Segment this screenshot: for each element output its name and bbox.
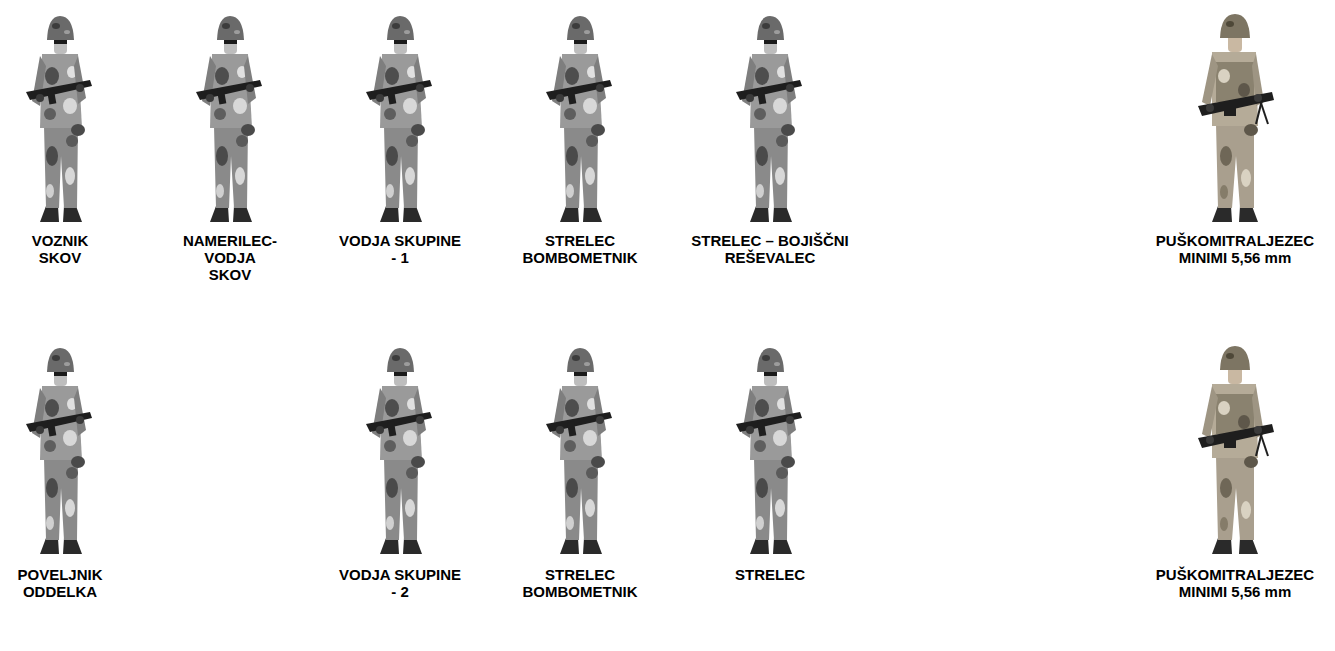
role-label: STRELEC – BOJIŠČNI REŠEVALEC (690, 232, 850, 266)
role-label: VODJA SKUPINE - 2 (337, 566, 463, 600)
soldier-figure (546, 16, 612, 222)
soldier-figure (736, 348, 802, 554)
soldier-figure (196, 16, 262, 222)
role-label: VOZNIK SKOV (19, 232, 101, 266)
gunner-figure (1198, 14, 1274, 222)
gunner-figure (1198, 346, 1274, 554)
soldier-figure (736, 16, 802, 222)
soldier-figure (26, 16, 92, 222)
role-label: STRELEC BOMBOMETNIK (515, 566, 645, 600)
role-label: STRELEC BOMBOMETNIK (515, 232, 645, 266)
role-label: NAMERILEC-VODJA SKOV (182, 232, 279, 283)
soldier-figure (546, 348, 612, 554)
role-label: VODJA SKUPINE - 1 (337, 232, 463, 266)
role-label: PUŠKOMITRALJEZEC MINIMI 5,56 mm (1149, 566, 1321, 600)
soldier-figure (366, 348, 432, 554)
role-label: STRELEC (705, 566, 835, 583)
soldier-figure (366, 16, 432, 222)
role-label: POVELJNIK ODDELKA (8, 566, 112, 600)
soldier-figure (26, 348, 92, 554)
role-label: PUŠKOMITRALJEZEC MINIMI 5,56 mm (1149, 232, 1321, 266)
